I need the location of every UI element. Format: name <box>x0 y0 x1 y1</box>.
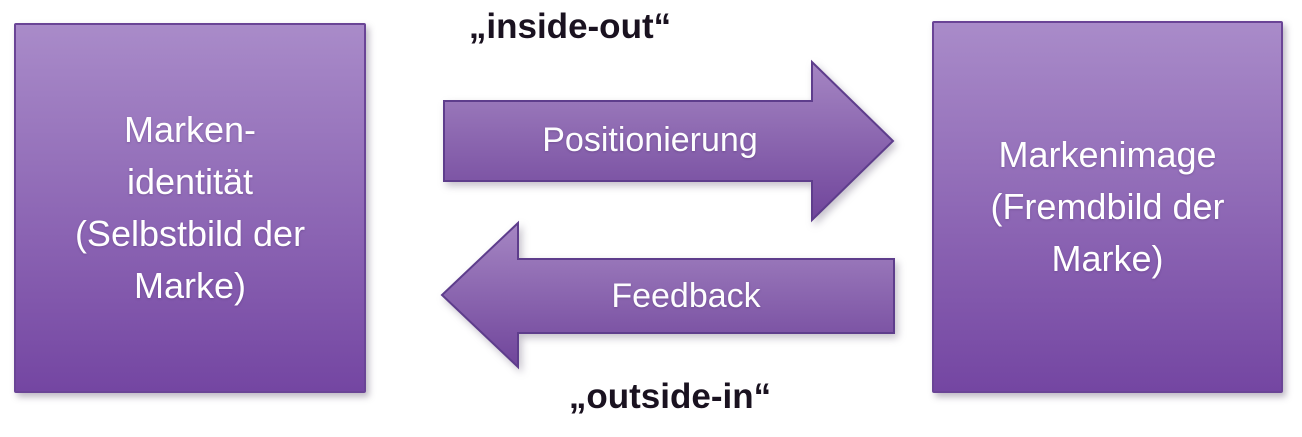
left-box-line-3: (Selbstbild der <box>74 213 306 254</box>
left-box-line-2: identität <box>126 161 254 202</box>
left-box-line-1: Marken- <box>123 109 257 150</box>
right-box-line-2: (Fremdbild der <box>990 186 1225 227</box>
positionierung-arrow-label: Positionierung <box>542 121 758 159</box>
left-arrow-shape <box>440 220 895 370</box>
right-arrow-shape <box>443 59 895 223</box>
feedback-arrow-label: Feedback <box>611 277 761 315</box>
left-box-line-4: Marke) <box>133 265 246 306</box>
outside-in-annotation: „outside-in“ <box>568 377 772 416</box>
feedback-left-arrow-icon <box>440 220 895 370</box>
positionierung-right-arrow-icon <box>443 59 895 223</box>
right-box-line-3: Marke) <box>1051 238 1164 279</box>
markenimage-box: Markenimage (Fremdbild der Marke) <box>932 21 1283 393</box>
right-box-line-1: Markenimage <box>998 134 1217 175</box>
inside-out-annotation: „inside-out“ <box>468 7 672 46</box>
marken-identitaet-box: Marken- identität (Selbstbild der Marke) <box>14 23 366 393</box>
